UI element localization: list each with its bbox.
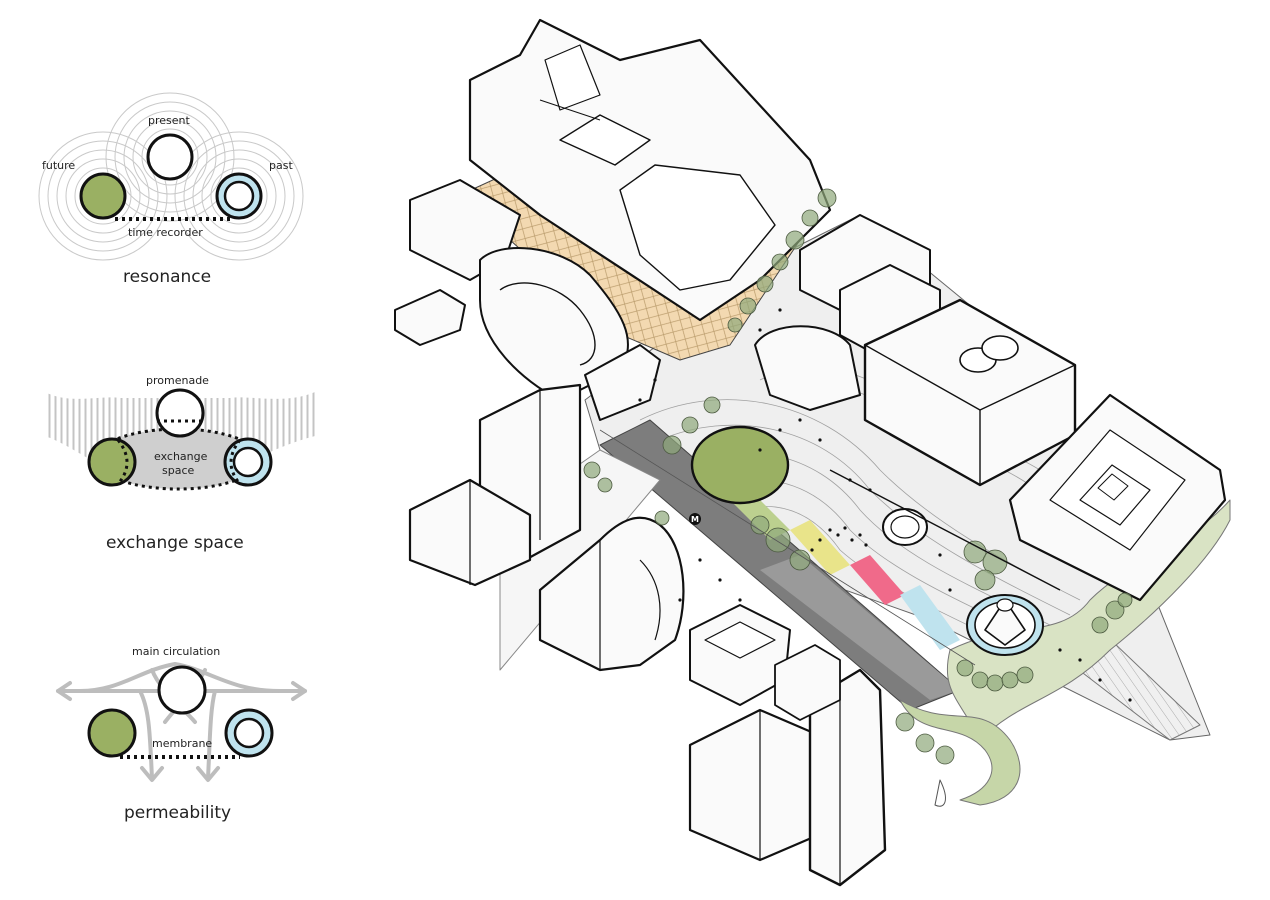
label-promenade: promenade [146,374,209,387]
label-membrane: membrane [152,737,212,750]
building-small-left [394,289,466,346]
building-curved-top [754,325,861,411]
resonance-rings [38,92,304,261]
future-circle [79,172,127,220]
past-circle-inner [223,180,255,212]
central-green-circle [690,425,790,505]
label-main-circulation: main circulation [132,645,220,658]
building-rotunda [479,247,630,401]
caption-resonance: resonance [123,267,211,287]
label-time-recorder: time recorder [128,226,203,239]
promenade-circle [155,388,205,438]
trees [583,188,1133,765]
metro-label: M [691,515,699,524]
label-past: past [269,159,293,172]
monument [984,599,1026,646]
resonance-diagram: present future past time recorder resona… [38,92,304,287]
exchange-ellipse [96,429,260,489]
guide-line [829,469,1061,591]
future-circle-3 [87,708,137,758]
present-circle [146,133,194,181]
building-tall-wedge [808,668,887,887]
circulation-circle [157,665,207,715]
color-strip-pink [850,555,905,605]
color-strip-blue [900,585,960,650]
label-exchange-1: exchange [154,450,208,463]
caption-permeability: permeability [124,803,231,823]
past-circle-2-inner [232,446,264,478]
caption-exchange-space: exchange space [106,533,244,553]
permeability-diagram: main circulation membrane permeability [56,645,307,823]
label-exchange-2: space [162,464,195,477]
future-circle-2 [87,437,137,487]
exchange-space-diagram: promenade exchange space exchange space [45,374,315,553]
metro-marker [689,513,701,525]
color-strip-yellow [790,520,850,575]
people [638,308,1132,702]
site-axonometric: M [394,18,1231,887]
building-curved [538,516,685,672]
past-circle-3-inner [233,717,265,749]
green-path-curve [899,699,1021,806]
label-future: future [42,159,75,172]
label-present: present [148,114,191,127]
box-round-2 [981,335,1019,361]
